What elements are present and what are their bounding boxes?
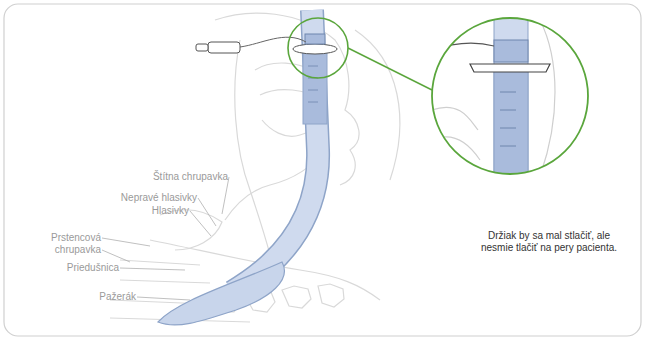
mark — [500, 92, 516, 93]
pharynx-wall — [235, 40, 275, 275]
bite-block-enlarged — [494, 70, 528, 180]
zoom-source-circle — [288, 18, 348, 78]
mark — [308, 102, 318, 103]
leader-line — [102, 238, 150, 246]
frame — [4, 4, 641, 336]
face-profile — [215, 13, 359, 185]
flange-enlarged — [470, 64, 550, 72]
anatomy-label: Pažerák — [56, 291, 136, 303]
anatomy-label: Prstencová chrupavka — [39, 232, 101, 256]
instruction-note: Držiak by sa mal stlačiť, ale nesmie tla… — [478, 230, 620, 254]
mark — [500, 146, 516, 147]
airway-device — [158, 10, 337, 325]
leader-line — [198, 198, 216, 226]
zoom-callout — [288, 18, 588, 180]
zoom-content — [432, 18, 588, 180]
pilot-line-enlarged — [432, 43, 494, 50]
leader-line — [137, 297, 190, 300]
zoom-circle — [432, 18, 588, 174]
bite-block — [303, 52, 327, 124]
flange — [293, 44, 337, 54]
connector-enlarged — [494, 40, 528, 62]
anatomy-label: Hlasivky — [109, 205, 189, 217]
pilot-line — [240, 37, 306, 47]
mark — [500, 128, 516, 129]
leader-line — [190, 211, 211, 236]
mark — [308, 90, 318, 91]
bite-block-marks — [308, 66, 318, 102]
mark — [500, 110, 516, 111]
leader-line — [222, 177, 229, 214]
pilot-valve — [208, 42, 240, 53]
valve-tip — [196, 44, 208, 51]
mark — [308, 66, 318, 67]
leader-line — [120, 268, 185, 270]
zoom-connector — [348, 48, 432, 90]
anatomy-label: Priedušnica — [29, 262, 119, 274]
skull-back — [355, 30, 400, 180]
connector-ring — [305, 34, 325, 44]
leader-line — [102, 250, 130, 262]
anatomy-label: Nepravé hlasivky — [77, 192, 197, 204]
anatomy-label: Štítna chrupavka — [108, 171, 228, 183]
mask-cuff — [158, 262, 284, 325]
marks-enlarged — [500, 92, 516, 146]
